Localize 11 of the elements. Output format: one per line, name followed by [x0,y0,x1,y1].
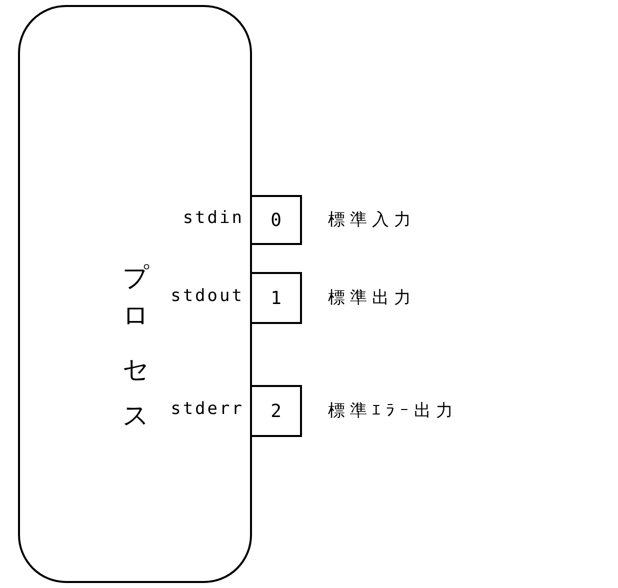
stream-description: 標準ｴﾗｰ出力 [328,400,458,422]
port-box: 2 [250,385,302,437]
process-label: プロセス [119,242,151,441]
stream-description: 標準入力 [328,209,416,231]
stream-name: stdin [182,208,244,228]
stream-name: stdout [170,286,244,306]
process-box [18,5,252,583]
stream-description: 標準出力 [328,287,416,309]
port-box: 1 [250,272,302,324]
stream-name: stderr [170,399,244,419]
port-box: 0 [250,195,302,245]
